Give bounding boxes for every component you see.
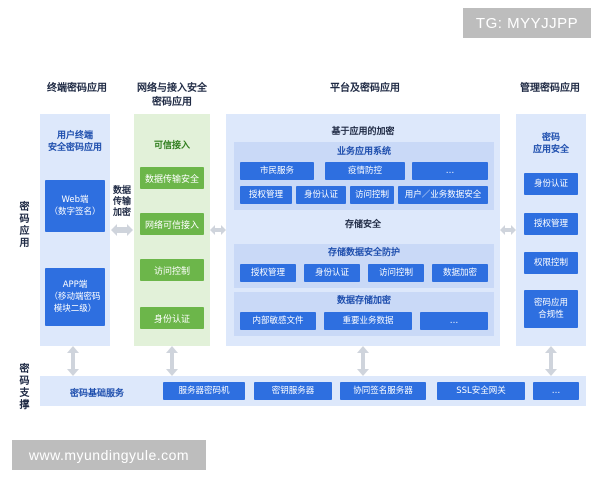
app-client-note-line2: 模块二级） bbox=[53, 304, 97, 314]
side-label-application: 密码应用 bbox=[19, 202, 31, 249]
storage-protection-item: 数据加密 bbox=[432, 264, 488, 282]
storage-protection-item: 身份认证 bbox=[304, 264, 360, 282]
web-client-box: Web端 （数字签名） bbox=[45, 180, 105, 232]
web-client-label: Web端 bbox=[61, 195, 89, 205]
network-item: 网络可信接入 bbox=[140, 213, 204, 235]
compliance-box: 密码应用 合规性 bbox=[524, 290, 578, 328]
support-service-item: 服务器密码机 bbox=[163, 382, 245, 400]
storage-protection-title: 存储数据安全防护 bbox=[327, 248, 400, 258]
support-service-item: … bbox=[533, 382, 579, 400]
management-item: 权限控制 bbox=[524, 252, 578, 274]
column-title-platform: 平台及密码应用 bbox=[330, 83, 400, 94]
management-item: 身份认证 bbox=[524, 173, 578, 195]
management-title-line1: 密码 bbox=[541, 133, 560, 143]
storage-encryption-item: 内部敏感文件 bbox=[240, 312, 316, 330]
column-title-network-line1: 网络与接入安全 bbox=[137, 83, 207, 94]
transfer-arrow bbox=[111, 224, 133, 236]
management-title-line2: 应用安全 bbox=[532, 145, 569, 155]
compliance-line1: 密码应用 bbox=[533, 298, 568, 308]
network-item: 访问控制 bbox=[140, 259, 204, 281]
business-security-item: 用户／业务数据安全 bbox=[398, 186, 488, 204]
network-panel-title: 可信接入 bbox=[153, 141, 190, 151]
storage-encryption-item: … bbox=[420, 312, 488, 330]
support-service-item: SSL安全网关 bbox=[437, 382, 525, 400]
column-title-network-line2: 密码应用 bbox=[152, 97, 192, 108]
terminal-title-line2: 安全密码应用 bbox=[47, 143, 102, 153]
business-security-item: 授权管理 bbox=[240, 186, 292, 204]
management-panel-title: 密码 应用安全 bbox=[516, 132, 586, 156]
column-title-management: 管理密码应用 bbox=[520, 83, 580, 94]
storage-protection-item: 授权管理 bbox=[240, 264, 296, 282]
network-support-arrow bbox=[166, 346, 178, 376]
platform-support-arrow bbox=[357, 346, 369, 376]
app-client-box: APP端 （移动端密码 模块二级） bbox=[45, 268, 105, 326]
app-client-note-line1: （移动端密码 bbox=[49, 292, 101, 302]
crypto-support-label: 密码基础服务 bbox=[70, 389, 125, 399]
support-service-item: 密钥服务器 bbox=[254, 382, 332, 400]
business-app-item: 疫情防控 bbox=[325, 162, 405, 180]
storage-protection-item: 访问控制 bbox=[368, 264, 424, 282]
management-support-arrow bbox=[545, 346, 557, 376]
storage-security-title: 存储安全 bbox=[344, 220, 381, 230]
terminal-support-arrow bbox=[67, 346, 79, 376]
watermark-bottom: www.myundingyule.com bbox=[12, 440, 206, 470]
business-security-item: 访问控制 bbox=[350, 186, 394, 204]
network-platform-arrow bbox=[210, 225, 226, 235]
business-app-item: … bbox=[412, 162, 488, 180]
business-apps-title: 业务应用系统 bbox=[336, 147, 391, 157]
business-app-item: 市民服务 bbox=[240, 162, 314, 180]
app-client-label: APP端 bbox=[62, 280, 88, 290]
storage-encryption-title: 数据存储加密 bbox=[336, 296, 391, 306]
management-item: 授权管理 bbox=[524, 213, 578, 235]
column-title-network: 网络与接入安全 密码应用 bbox=[118, 82, 226, 110]
network-item: 数据传输安全 bbox=[140, 167, 204, 189]
network-item: 身份认证 bbox=[140, 307, 204, 329]
column-title-terminal: 终端密码应用 bbox=[47, 83, 107, 94]
compliance-line2: 合规性 bbox=[538, 310, 564, 320]
support-service-item: 协同签名服务器 bbox=[340, 382, 426, 400]
transfer-encryption-label: 数据传输加密 bbox=[113, 186, 132, 218]
platform-management-arrow bbox=[500, 225, 516, 235]
watermark-top: TG: MYYJJPP bbox=[463, 8, 591, 38]
side-label-support: 密码支撑 bbox=[19, 364, 31, 411]
platform-panel-title: 基于应用的加密 bbox=[331, 127, 395, 137]
storage-encryption-item: 重要业务数据 bbox=[324, 312, 412, 330]
web-client-note: （数字签名） bbox=[49, 207, 101, 217]
business-security-item: 身份认证 bbox=[296, 186, 346, 204]
terminal-panel-title: 用户终端 安全密码应用 bbox=[40, 130, 110, 154]
terminal-title-line1: 用户终端 bbox=[56, 131, 93, 141]
